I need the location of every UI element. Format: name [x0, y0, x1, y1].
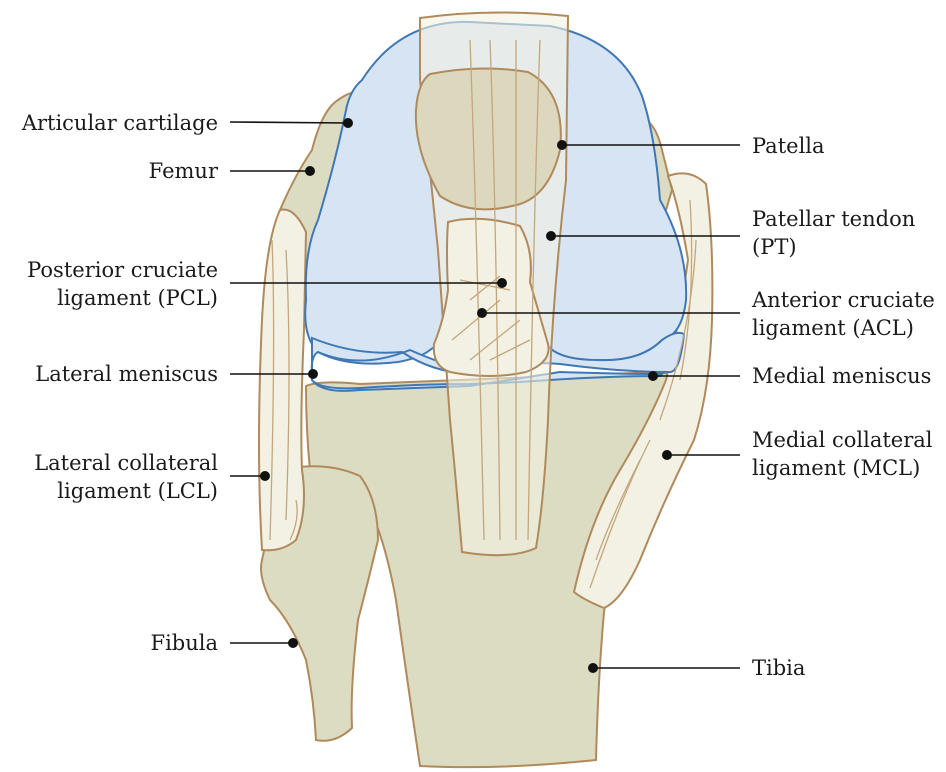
- leader-femur: [230, 167, 314, 175]
- leader-articular-cartilage: [230, 119, 352, 127]
- leader-fibula: [230, 639, 297, 647]
- leader-tibia: [589, 664, 740, 672]
- leader-patella: [558, 141, 740, 149]
- leader-acl: [478, 309, 740, 317]
- leader-medial-meniscus: [649, 372, 740, 380]
- leader-lateral-meniscus: [230, 370, 317, 378]
- leader-mcl: [663, 451, 740, 459]
- leader-lcl: [230, 472, 269, 480]
- leader-patellar-tendon: [547, 232, 740, 240]
- leader-pcl: [230, 279, 506, 287]
